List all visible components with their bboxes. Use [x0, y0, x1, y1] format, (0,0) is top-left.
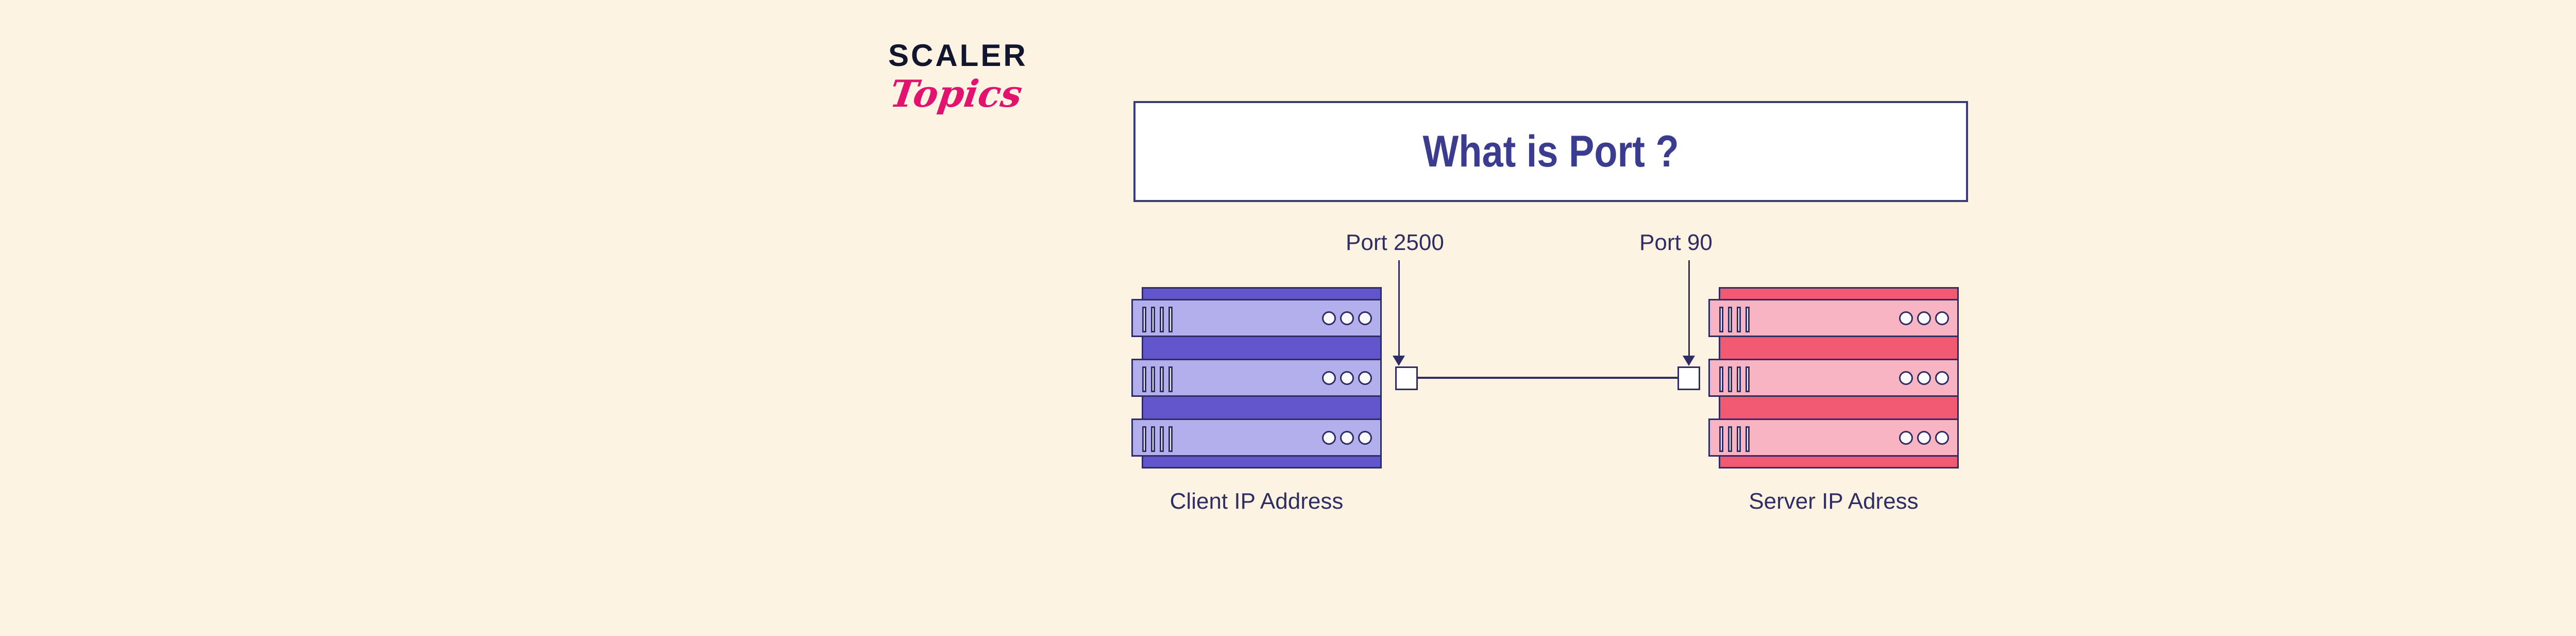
rack-led-group-icon [1899, 371, 1949, 385]
rack-led-icon [1917, 311, 1931, 325]
rack-vent-icon [1151, 307, 1155, 332]
caption-client-ip: Client IP Address [1170, 489, 1344, 514]
rack-vent-icon [1142, 307, 1146, 332]
client-server-rack [1131, 287, 1382, 468]
rack-vent-icon [1151, 426, 1155, 452]
port-endpoint-client [1395, 366, 1418, 390]
port-arrow-head-client [1393, 356, 1405, 366]
rack-vent-icon [1151, 366, 1155, 392]
rack-vent-group-icon [1142, 307, 1173, 332]
rack-vent-icon [1160, 366, 1164, 392]
port-label-server: Port 90 [1639, 230, 1713, 255]
rack-vent-icon [1745, 307, 1750, 332]
rack-led-icon [1935, 311, 1949, 325]
rack-vent-icon [1168, 426, 1173, 452]
rack-vent-group-icon [1142, 366, 1173, 392]
rack-vent-icon [1142, 366, 1146, 392]
logo-wordmark-topics: Topics [887, 72, 1025, 115]
rack-led-icon [1358, 371, 1372, 385]
rack-led-icon [1917, 431, 1931, 445]
rack-led-group-icon [1322, 431, 1372, 445]
rack-vent-icon [1728, 307, 1732, 332]
rack-led-icon [1899, 431, 1913, 445]
rack-vent-icon [1160, 426, 1164, 452]
rack-vent-group-icon [1142, 426, 1173, 452]
rack-vent-icon [1728, 366, 1732, 392]
rack-led-icon [1340, 311, 1354, 325]
rack-vent-icon [1728, 426, 1732, 452]
rack-led-group-icon [1322, 371, 1372, 385]
rack-vent-icon [1168, 366, 1173, 392]
rack-vent-icon [1737, 366, 1741, 392]
rack-led-icon [1917, 371, 1931, 385]
port-arrow-stem-client [1398, 260, 1400, 360]
port-arrow-stem-server [1688, 260, 1690, 360]
rack-vent-group-icon [1719, 426, 1750, 452]
page-title: What is Port ? [1422, 126, 1679, 176]
rack-led-icon [1935, 431, 1949, 445]
rack-unit [1708, 359, 1959, 397]
logo-wordmark-scaler: SCALER [888, 38, 1028, 73]
port-label-client: Port 2500 [1346, 230, 1444, 255]
rack-led-icon [1340, 431, 1354, 445]
rack-vent-icon [1737, 426, 1741, 452]
scaler-topics-logo: SCALER Topics [887, 38, 1058, 133]
rack-led-icon [1322, 371, 1336, 385]
rack-led-icon [1322, 311, 1336, 325]
port-connection-line [1418, 377, 1677, 379]
rack-led-group-icon [1899, 311, 1949, 325]
port-arrow-head-server [1683, 356, 1695, 366]
rack-vent-icon [1745, 366, 1750, 392]
port-endpoint-server [1677, 366, 1700, 390]
rack-led-icon [1340, 371, 1354, 385]
rack-unit [1131, 299, 1382, 337]
caption-server-ip: Server IP Adress [1749, 489, 1919, 514]
rack-led-icon [1358, 311, 1372, 325]
rack-vent-icon [1168, 307, 1173, 332]
title-card: What is Port ? [1133, 101, 1968, 202]
rack-vent-icon [1737, 307, 1741, 332]
rack-unit [1708, 299, 1959, 337]
rack-vent-group-icon [1719, 307, 1750, 332]
rack-vent-icon [1719, 366, 1723, 392]
rack-led-icon [1899, 311, 1913, 325]
rack-unit [1131, 359, 1382, 397]
rack-led-group-icon [1322, 311, 1372, 325]
rack-vent-icon [1745, 426, 1750, 452]
rack-led-icon [1322, 431, 1336, 445]
rack-led-group-icon [1899, 431, 1949, 445]
rack-led-icon [1358, 431, 1372, 445]
rack-unit [1708, 419, 1959, 457]
rack-vent-group-icon [1719, 366, 1750, 392]
rack-vent-icon [1142, 426, 1146, 452]
rack-led-icon [1935, 371, 1949, 385]
rack-unit [1131, 419, 1382, 457]
rack-vent-icon [1719, 426, 1723, 452]
rack-vent-icon [1719, 307, 1723, 332]
rack-led-icon [1899, 371, 1913, 385]
remote-server-rack [1708, 287, 1959, 468]
rack-vent-icon [1160, 307, 1164, 332]
